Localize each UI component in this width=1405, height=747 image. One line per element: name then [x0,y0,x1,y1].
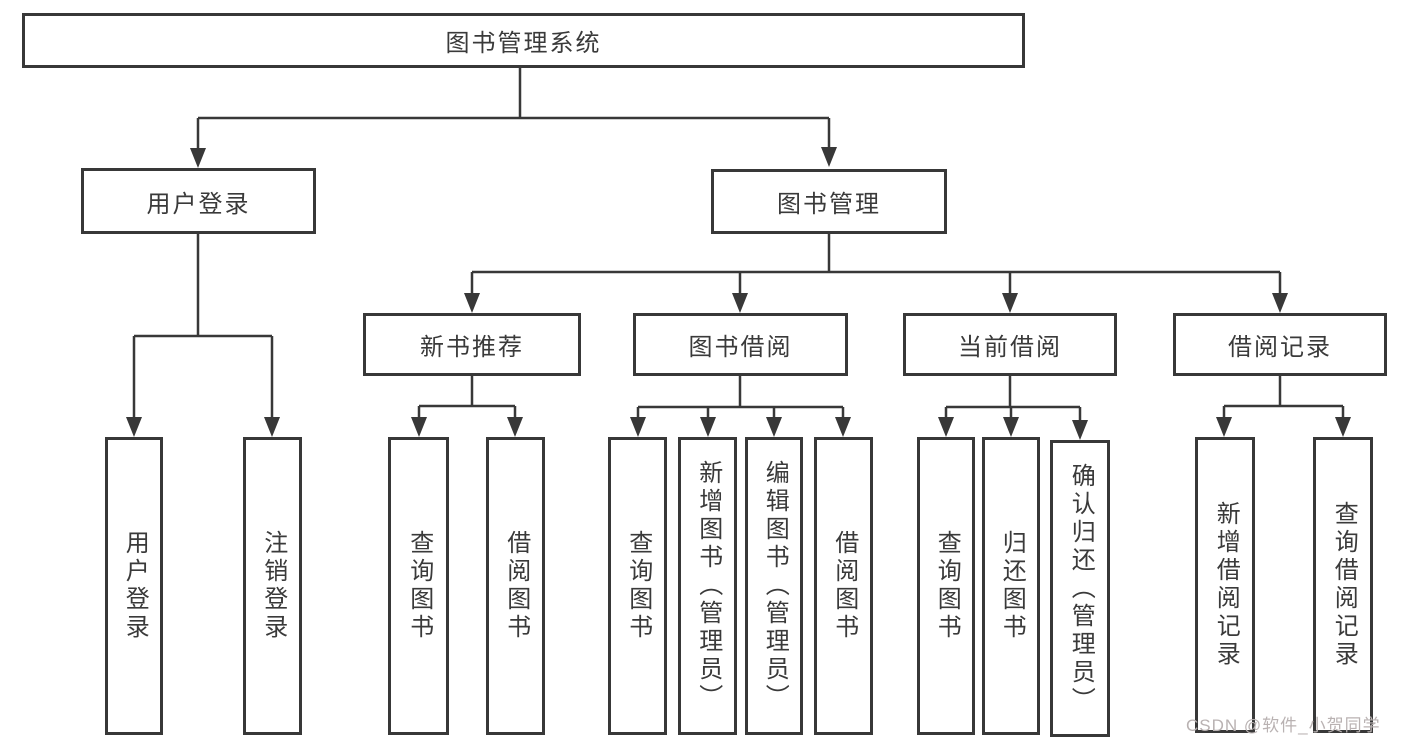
leaf-borrow-query-label: 查询图书 [624,530,652,642]
leaf-current-query: 查询图书 [917,437,975,735]
leaf-records-add: 新增借阅记录 [1195,437,1255,733]
leaf-current-return-label: 归还图书 [998,530,1026,642]
node-book-borrow: 图书借阅 [633,313,848,376]
arrowhead [1216,417,1232,437]
arrowhead [1335,417,1351,437]
arrowhead [938,417,954,437]
leaf-current-return: 归还图书 [982,437,1040,735]
leaf-current-confirm: 确认归还（管理员） [1050,440,1110,737]
arrowhead [126,417,142,437]
leaf-records-query-label: 查询借阅记录 [1330,501,1358,669]
arrowhead [700,417,716,437]
leaf-borrow-borrow: 借阅图书 [814,437,873,735]
node-user-login: 用户登录 [81,168,316,234]
node-new-book-recommend-label: 新书推荐 [420,334,524,361]
arrowhead [1003,417,1019,437]
arrowhead [835,417,851,437]
connector-userlogin-to-leaves [132,234,274,421]
arrowhead [264,417,280,437]
arrowhead [1272,293,1288,313]
arrowhead [732,293,748,313]
arrowhead [766,417,782,437]
watermark-text: CSDN @软件_小贺同学 [1186,716,1381,735]
arrowhead [1072,420,1088,440]
leaf-borrow-edit: 编辑图书（管理员） [745,437,803,735]
leaf-user-login: 用户登录 [105,437,163,735]
leaf-logout: 注销登录 [243,437,302,735]
leaf-borrow-query: 查询图书 [608,437,667,735]
arrowhead [464,293,480,313]
leaf-user-login-label: 用户登录 [121,530,149,642]
connector-bookborrow-to-leaves [636,374,845,421]
leaf-logout-label: 注销登录 [259,530,287,642]
leaf-borrow-edit-label: 编辑图书（管理员） [761,460,789,712]
arrowhead [411,417,427,437]
leaf-borrow-add-label: 新增图书（管理员） [694,460,722,712]
node-current-borrow: 当前借阅 [903,313,1117,376]
node-book-management-label: 图书管理 [777,191,881,218]
connector-root-to-level2 [196,68,831,152]
leaf-current-confirm-label: 确认归还（管理员） [1067,462,1095,715]
leaf-borrow-borrow-label: 借阅图书 [830,530,858,642]
node-borrow-records: 借阅记录 [1173,313,1387,376]
connector-records-to-leaves [1222,374,1345,421]
arrowhead [1002,293,1018,313]
node-book-management: 图书管理 [711,169,947,234]
node-root-label: 图书管理系统 [445,30,602,57]
leaf-newbook-borrow-label: 借阅图书 [502,530,530,642]
node-borrow-records-label: 借阅记录 [1228,334,1332,361]
arrowhead [190,148,206,168]
node-book-borrow-label: 图书借阅 [688,334,793,361]
node-root: 图书管理系统 [22,13,1025,68]
arrowhead [507,417,523,437]
node-new-book-recommend: 新书推荐 [363,313,581,376]
connector-newbook-to-leaves [417,374,517,421]
connector-currentborrow-to-leaves [944,374,1082,424]
arrowhead [630,417,646,437]
connector-bookmgmt-to-level3 [470,234,1282,297]
node-user-login-label: 用户登录 [146,190,251,218]
leaf-newbook-query-label: 查询图书 [405,530,433,642]
arrowhead [821,147,837,167]
leaf-records-add-label: 新增借阅记录 [1212,501,1240,669]
leaf-current-query-label: 查询图书 [933,530,961,642]
leaf-records-query: 查询借阅记录 [1313,437,1373,733]
leaf-borrow-add: 新增图书（管理员） [678,437,737,735]
leaf-newbook-query: 查询图书 [388,437,449,735]
node-current-borrow-label: 当前借阅 [958,334,1062,361]
leaf-newbook-borrow: 借阅图书 [486,437,545,735]
